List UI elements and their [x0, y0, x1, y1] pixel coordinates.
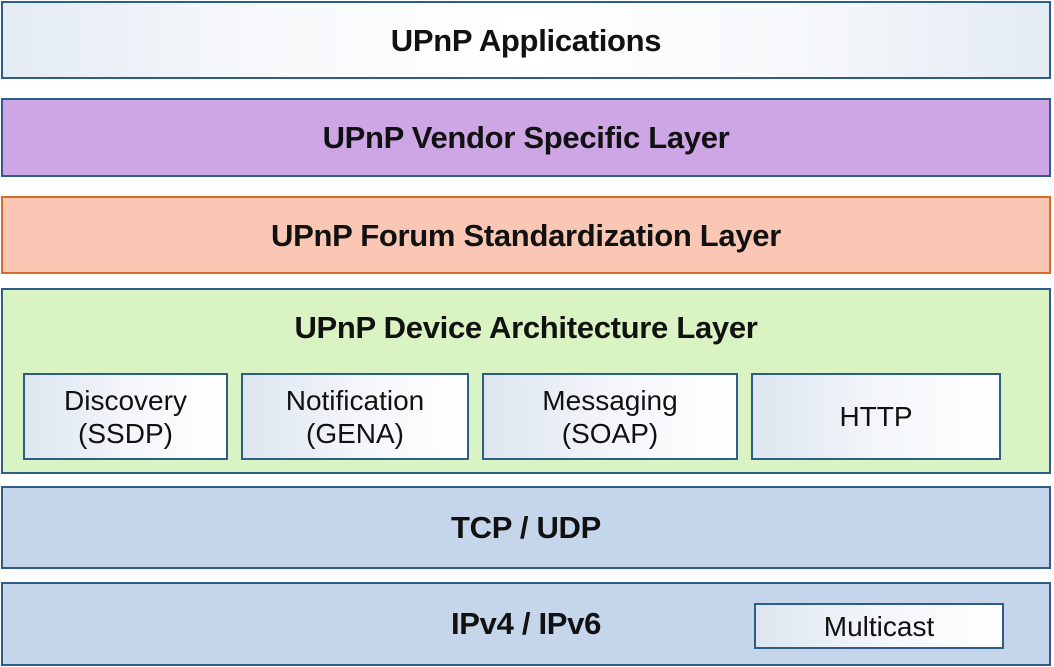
layer-title: IPv4 / IPv6 — [450, 606, 602, 641]
layer-title: TCP / UDP — [450, 510, 602, 545]
box-label: Multicast — [823, 610, 935, 642]
box-label: Notification — [285, 384, 425, 416]
layer-title: UPnP Applications — [390, 23, 662, 58]
layer-upnp-device-architecture: UPnP Device Architecture Layer Discovery… — [1, 288, 1051, 474]
layer-title: UPnP Forum Standardization Layer — [270, 218, 782, 253]
box-label: Discovery — [64, 384, 187, 416]
box-sublabel: (SOAP) — [561, 417, 659, 449]
box-label: HTTP — [839, 401, 913, 432]
layer-tcp-udp: TCP / UDP — [1, 486, 1051, 569]
box-sublabel: (GENA) — [306, 417, 404, 449]
box-multicast: Multicast — [754, 603, 1004, 649]
layer-upnp-forum-standardization: UPnP Forum Standardization Layer — [1, 196, 1051, 274]
box-http: HTTP — [751, 373, 1001, 460]
box-label: Messaging — [542, 384, 678, 416]
layer-upnp-applications: UPnP Applications — [1, 1, 1051, 79]
box-messaging-soap: Messaging (SOAP) — [482, 373, 738, 460]
layer-title: UPnP Device Architecture Layer — [294, 310, 758, 345]
layer-ipv4-ipv6: IPv4 / IPv6 Multicast — [1, 582, 1051, 666]
box-notification-gena: Notification (GENA) — [241, 373, 469, 460]
layer-upnp-vendor-specific: UPnP Vendor Specific Layer — [1, 98, 1051, 177]
box-sublabel: (SSDP) — [78, 417, 173, 449]
layer-title: UPnP Vendor Specific Layer — [322, 120, 730, 155]
box-discovery-ssdp: Discovery (SSDP) — [23, 373, 228, 460]
